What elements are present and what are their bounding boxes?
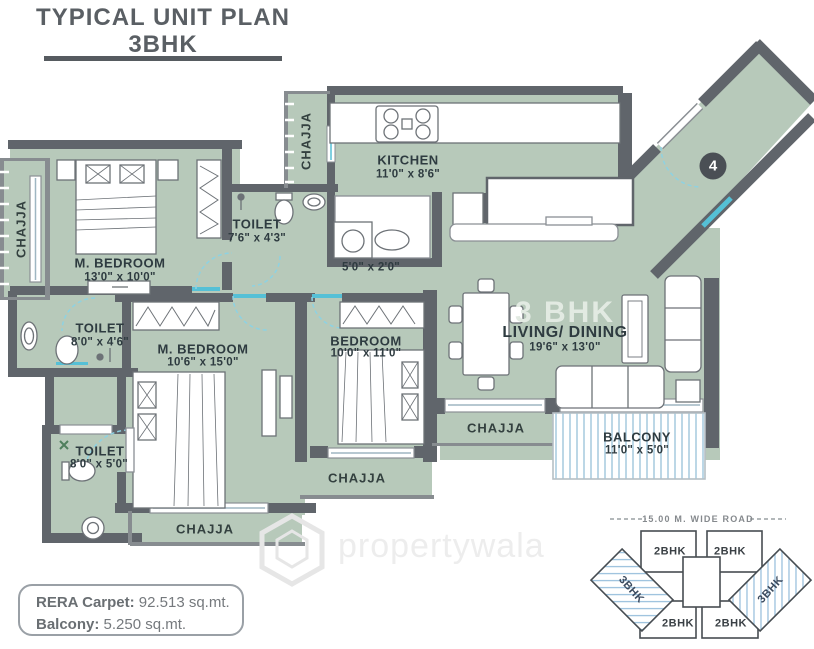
- door-arcs: [61, 146, 702, 475]
- label-toilet-mid: TOILET: [75, 320, 125, 336]
- rera-carpet-line: RERA Carpet: 92.513 sq.mt.: [36, 592, 242, 614]
- label-toilet-top: TOILET: [232, 216, 282, 232]
- key-plan: [589, 518, 813, 639]
- balcony-area-line: Balcony: 5.250 sq.mt.: [36, 614, 242, 636]
- label-living-unit-type: 3 BHK: [514, 295, 616, 329]
- page-title-line1: TYPICAL UNIT PLAN: [36, 4, 290, 31]
- area-summary-box: RERA Carpet: 92.513 sq.mt. Balcony: 5.25…: [18, 584, 244, 636]
- dims-bedroom: 10'0" x 11'0": [330, 347, 402, 360]
- title-underline: [44, 56, 282, 61]
- chajja-edges: [0, 91, 556, 546]
- dims-m-bedroom-mid: 10'6" x 15'0": [167, 356, 239, 369]
- unit-number-badge: 4: [699, 152, 727, 180]
- dims-utility: 5'0" x 2'0": [341, 261, 401, 274]
- watermark-text: propertywala: [338, 527, 545, 565]
- dims-toilet-top: 7'6" x 4'3": [227, 232, 287, 245]
- keyplan-road-label: 15.00 M. WIDE ROAD: [642, 514, 754, 524]
- toilet-bottom-fixtures: [59, 427, 135, 540]
- label-chajja-right: CHAJJA: [466, 420, 526, 436]
- keyplan-unit-bottom-left: 2BHK: [662, 617, 694, 630]
- bedroom-mid-furniture: [132, 301, 293, 509]
- balcony-deck: [552, 412, 706, 480]
- keyplan-unit-top-left: 2BHK: [654, 545, 686, 558]
- label-m-bedroom-mid: M. BEDROOM: [157, 341, 249, 357]
- bedroom2-furniture: [337, 301, 425, 445]
- dims-toilet-mid: 8'0" x 4'6": [70, 336, 130, 349]
- dims-kitchen: 11'0" x 8'6": [375, 168, 441, 181]
- bedroom1-furniture: [56, 159, 222, 295]
- label-balcony: BALCONY: [603, 429, 671, 445]
- label-chajja-bottom-mid: CHAJJA: [327, 470, 387, 486]
- label-kitchen: KITCHEN: [377, 152, 439, 168]
- toilet-top-fixtures: [237, 192, 326, 225]
- label-chajja-left: CHAJJA: [13, 199, 29, 259]
- dims-balcony: 11'0" x 5'0": [604, 444, 670, 457]
- walls: [8, 86, 719, 543]
- dims-m-bedroom-top: 13'0" x 10'0": [84, 271, 156, 284]
- page-title-line2: 3BHK: [128, 31, 198, 58]
- kitchen-fixtures: [329, 102, 635, 259]
- keyplan-unit-bottom-right: 2BHK: [715, 617, 747, 630]
- watermark-logo: [259, 513, 325, 587]
- balcony-area-label: Balcony:: [36, 615, 100, 633]
- rera-carpet-label: RERA Carpet:: [36, 594, 135, 611]
- label-bedroom: BEDROOM: [330, 333, 402, 349]
- keyplan-unit-top-right: 2BHK: [714, 545, 746, 558]
- label-chajja-kitchen: CHAJJA: [298, 111, 314, 171]
- label-chajja-bottom-left: CHAJJA: [175, 521, 235, 537]
- label-toilet-bottom: TOILET: [75, 443, 125, 459]
- dims-living: 19'6" x 13'0": [529, 341, 601, 354]
- dims-toilet-bottom: 8'0" x 5'0": [69, 458, 129, 471]
- balcony-area-value: 5.250 sq.mt.: [99, 615, 187, 633]
- label-m-bedroom-top: M. BEDROOM: [74, 255, 166, 271]
- label-living: LIVING/ DINING: [502, 323, 628, 341]
- toilet-mid-fixtures: [20, 321, 111, 365]
- rera-carpet-value: 92.513 sq.mt.: [134, 594, 230, 611]
- living-furniture: [448, 275, 702, 409]
